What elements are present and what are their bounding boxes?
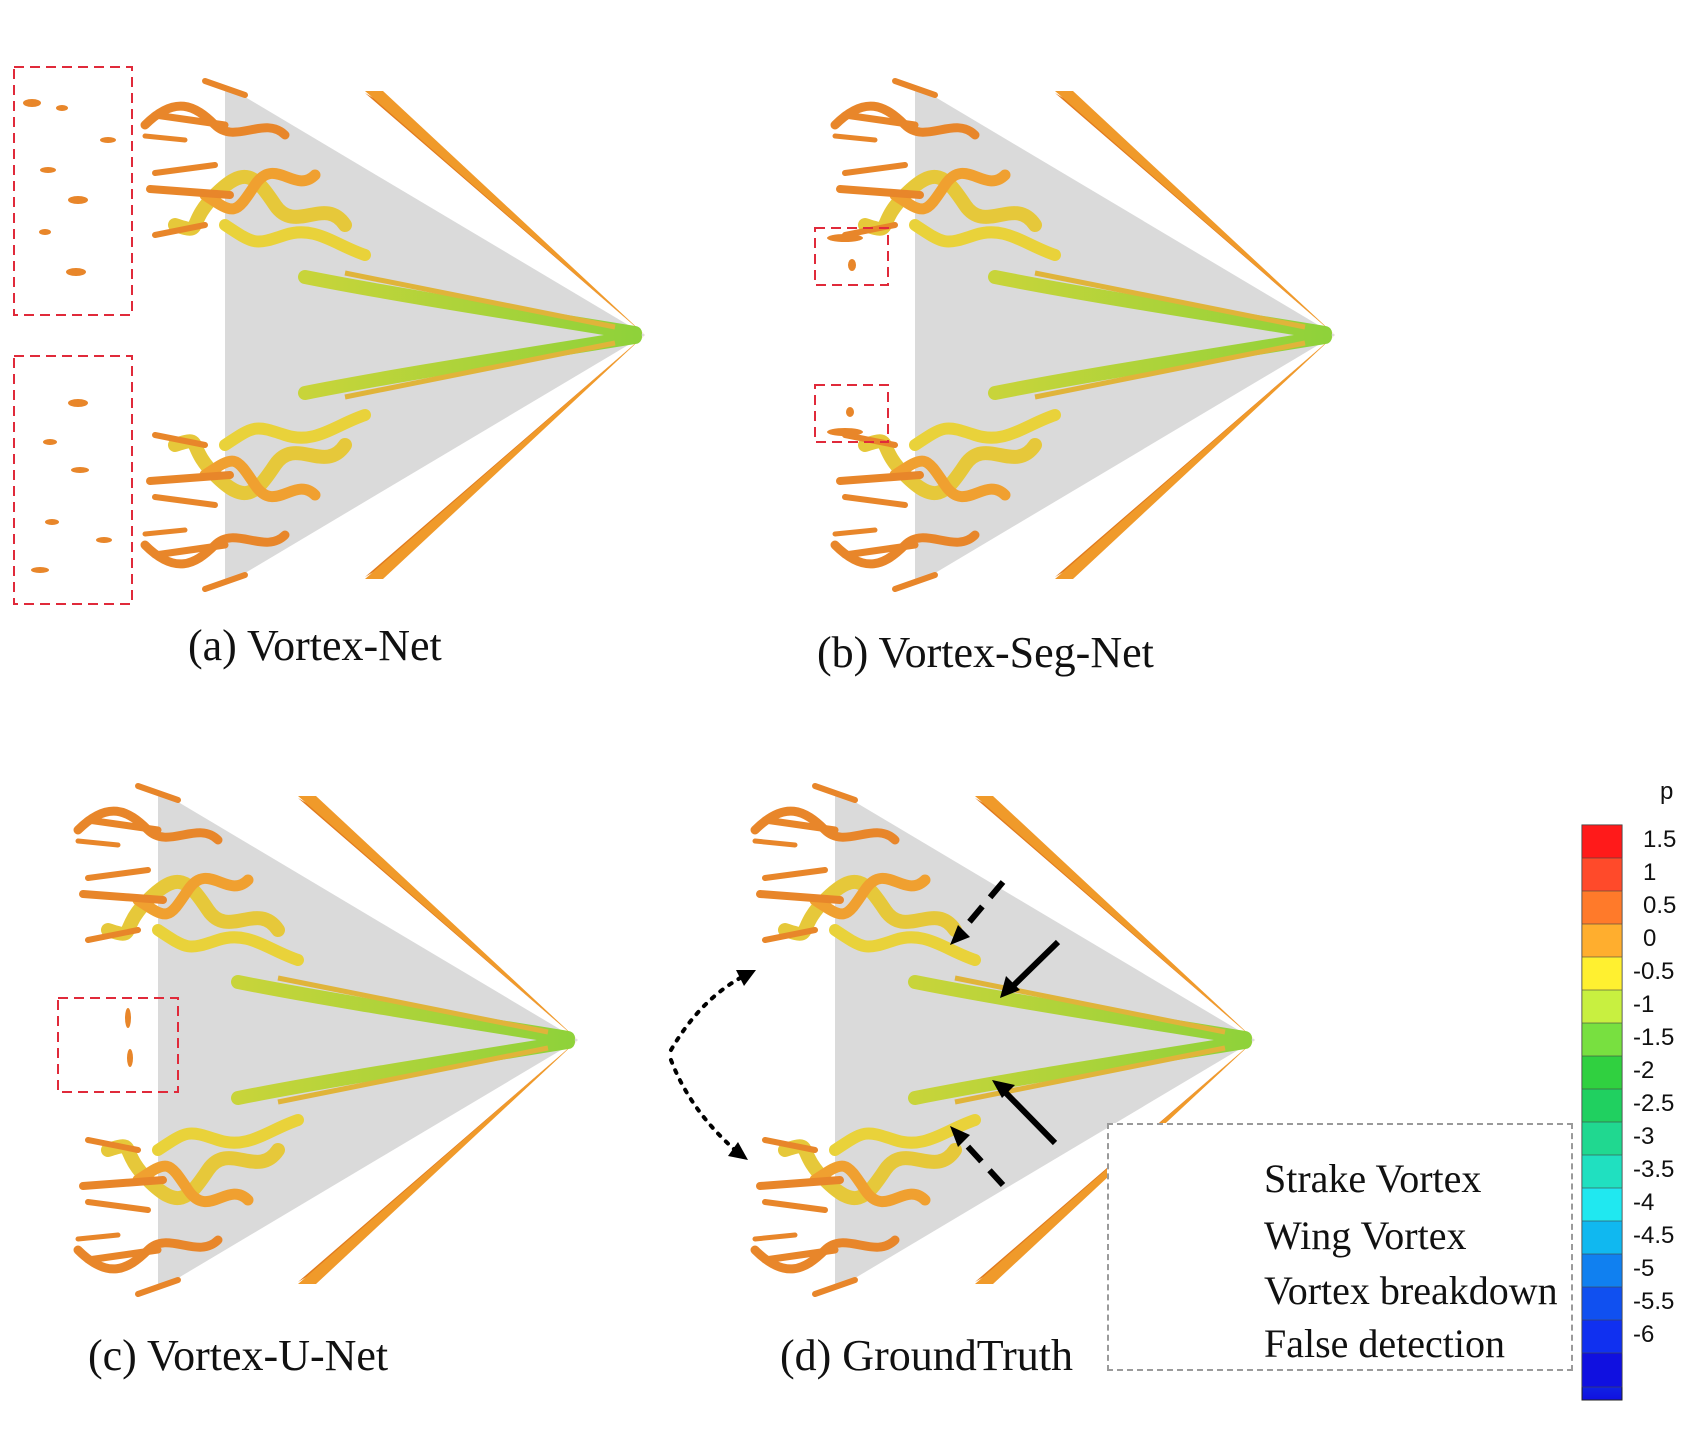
colorbar-band: [1581, 1154, 1623, 1190]
colorbar-tick-label: -5.5: [1633, 1288, 1675, 1315]
colorbar-band: [1581, 1022, 1623, 1058]
colorbar-tick-label: -2.5: [1633, 1090, 1675, 1117]
colorbar-band: [1581, 989, 1623, 1025]
colorbar-tick-label: -4.5: [1633, 1222, 1675, 1249]
caption-d: (d) GroundTruth: [780, 1331, 1073, 1380]
colorbar: [1581, 824, 1623, 1401]
panel-a-render: [145, 81, 645, 589]
colorbar-tick-label: -1: [1633, 991, 1655, 1018]
colorbar-band: [1581, 890, 1623, 926]
panel-b-render: [835, 81, 1335, 589]
colorbar-tick-label: -0.5: [1633, 958, 1675, 985]
legend-label-breakdown: Vortex breakdown: [1264, 1268, 1558, 1313]
legend-label-strake: Strake Vortex: [1264, 1156, 1482, 1201]
colorbar-tick-label: 0: [1643, 925, 1657, 952]
colorbar-band: [1581, 1286, 1623, 1322]
panel-c-render: [78, 786, 578, 1294]
panel-a-false-detection-top: [13, 66, 133, 316]
colorbar-band: [1581, 824, 1623, 860]
colorbar-tick-label: -2: [1633, 1057, 1655, 1084]
panel-b-false-detection-bottom: [814, 384, 889, 443]
panel-c-false-detection: [57, 997, 179, 1093]
legend: Strake Vortex Wing Vortex Vortex breakdo…: [1107, 1123, 1573, 1371]
colorbar-band: [1581, 1253, 1623, 1289]
colorbar-band: [1581, 857, 1623, 893]
colorbar-band: [1581, 1352, 1623, 1388]
colorbar-tick-label: -3.5: [1633, 1156, 1675, 1183]
colorbar-band: [1581, 956, 1623, 992]
colorbar-band: [1581, 1220, 1623, 1256]
colorbar-tick-label: -4: [1633, 1189, 1655, 1216]
colorbar-tick-label: -1.5: [1633, 1024, 1675, 1051]
colorbar-band: [1581, 923, 1623, 959]
colorbar-band: [1581, 1121, 1623, 1157]
colorbar-band: [1581, 1055, 1623, 1091]
panel-a-false-detection-bottom: [13, 355, 133, 605]
colorbar-tick-label: -3: [1633, 1123, 1655, 1150]
colorbar-tick-label: 1.5: [1643, 826, 1677, 853]
colorbar-title: p: [1660, 778, 1674, 805]
panel-b-false-detection-top: [814, 227, 889, 286]
colorbar-band: [1581, 1088, 1623, 1124]
colorbar-tick-label: -5: [1633, 1255, 1655, 1282]
caption-a: (a) Vortex-Net: [188, 621, 442, 670]
colorbar-tick-label: 0.5: [1643, 892, 1677, 919]
colorbar-tick-label: -6: [1633, 1321, 1655, 1348]
panel-d-annotation-arrows: [669, 880, 1061, 1188]
legend-label-wing: Wing Vortex: [1264, 1213, 1467, 1258]
caption-b: (b) Vortex-Seg-Net: [817, 628, 1154, 677]
colorbar-band: [1581, 1187, 1623, 1223]
colorbar-band: [1581, 1319, 1623, 1355]
colorbar-tick-label: 1: [1643, 859, 1657, 886]
legend-label-false-detection: False detection: [1264, 1321, 1506, 1366]
caption-c: (c) Vortex-U-Net: [88, 1331, 389, 1380]
